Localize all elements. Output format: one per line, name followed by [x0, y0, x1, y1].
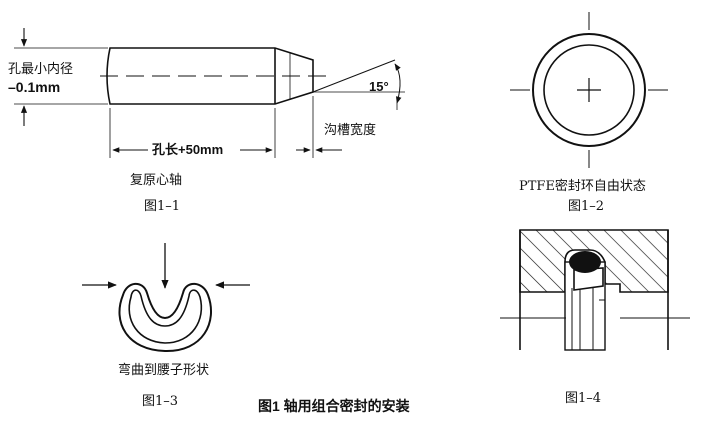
fig1-4-caption: 图1–4	[565, 391, 602, 406]
fig1-2-caption: 图1–2	[568, 199, 605, 214]
fig1-3-caption: 图1–3	[142, 394, 179, 409]
ptfe-ring-drawing	[510, 12, 668, 168]
length-label: 孔长+50mm	[152, 142, 224, 157]
o-ring	[569, 251, 601, 273]
kidney-outer	[118, 282, 212, 353]
groove-width-label: 沟槽宽度	[324, 122, 377, 137]
main-caption: 图1 轴用组合密封的安装	[258, 398, 410, 414]
kidney-inner	[128, 289, 203, 344]
mandrel-drawing	[14, 28, 405, 158]
ring-inner	[543, 44, 635, 136]
ring-outer	[532, 33, 646, 147]
ptfe-free-state-label: PTFE密封环自由状态	[519, 179, 646, 194]
fig1-1-caption: 图1–1	[144, 199, 181, 214]
kidney-shape-label: 弯曲到腰子形状	[118, 363, 210, 378]
mandrel-label: 复原心轴	[130, 173, 183, 188]
seal-section-drawing	[500, 229, 690, 351]
bore-diameter-label: 孔最小内径	[8, 61, 74, 76]
kidney-shape-drawing	[82, 243, 250, 353]
bore-tolerance-label: –0.1mm	[8, 79, 61, 95]
angle-label: 15°	[369, 79, 389, 94]
